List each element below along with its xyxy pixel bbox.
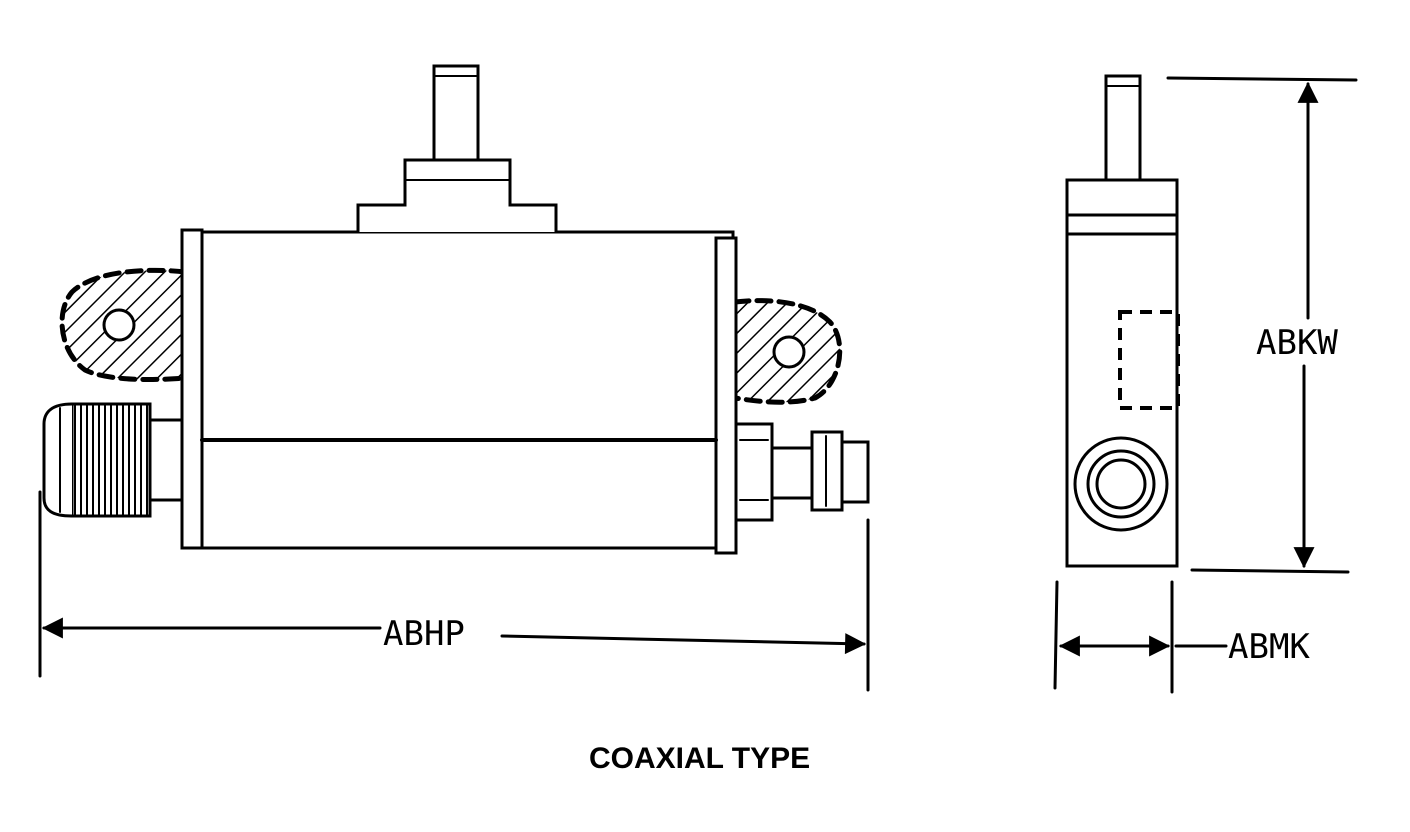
side-connector-face bbox=[1073, 436, 1169, 532]
height-dimension bbox=[1166, 76, 1358, 574]
left-mounting-hole bbox=[102, 308, 136, 342]
length-dimension-label: ABHP bbox=[383, 614, 465, 654]
left-mounting-flange bbox=[59, 267, 188, 383]
thickness-dimension-label: ABMK bbox=[1228, 627, 1310, 667]
right-mounting-flange bbox=[732, 298, 843, 405]
front-view: ABHP bbox=[38, 64, 870, 692]
left-coax-connector bbox=[42, 402, 184, 518]
diagram-caption: COAXIAL TYPE bbox=[589, 742, 810, 775]
thickness-dimension bbox=[1053, 580, 1228, 694]
adjustment-shaft bbox=[356, 64, 558, 232]
length-dimension bbox=[38, 490, 870, 692]
side-view: ABKW ABMK bbox=[1053, 74, 1358, 694]
right-coax-connector bbox=[734, 422, 870, 522]
side-shaft bbox=[1104, 74, 1142, 182]
right-mounting-hole bbox=[772, 335, 806, 369]
main-body bbox=[180, 228, 738, 555]
height-dimension-label: ABKW bbox=[1256, 323, 1338, 363]
